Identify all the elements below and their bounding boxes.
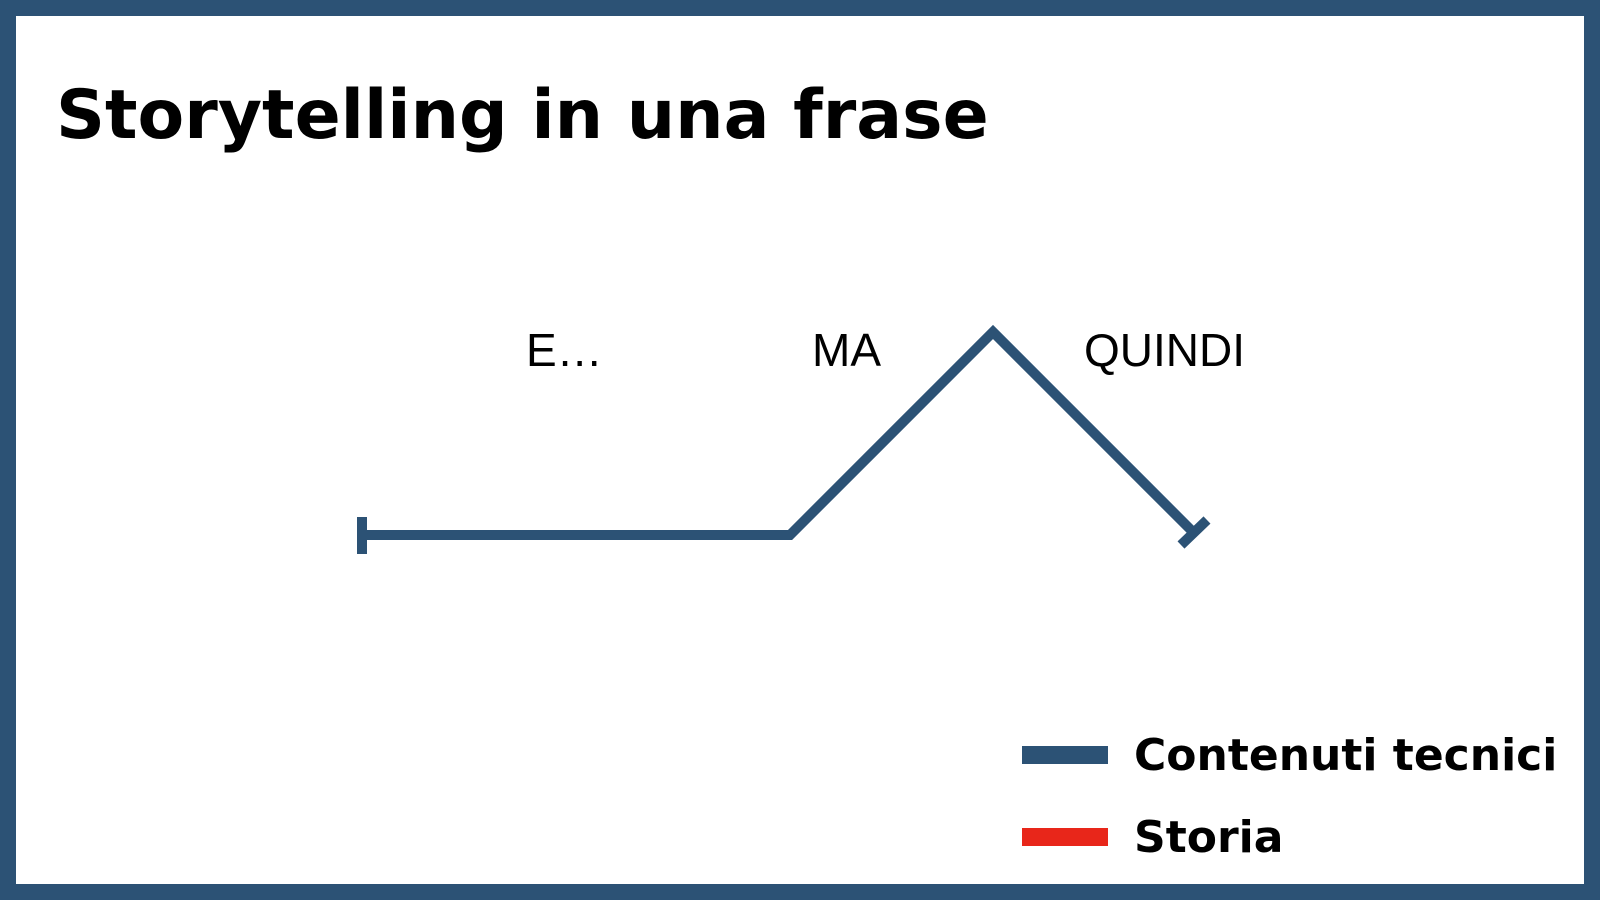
stage-label-e: E… [526, 324, 603, 376]
legend-item-technical-content: Contenuti tecnici [1022, 714, 1562, 796]
technical-content-line [362, 324, 1198, 540]
end-tick [1177, 516, 1211, 549]
legend: Contenuti tecnici Storia [1022, 714, 1562, 878]
legend-swatch-story [1022, 828, 1108, 846]
slide-title: Storytelling in una frase [56, 76, 989, 155]
stage-label-quindi: QUINDI [1084, 324, 1245, 376]
legend-label-story: Storia [1134, 811, 1284, 863]
story-arc-diagram: E… MA QUINDI [357, 324, 1245, 554]
legend-swatch-technical-content [1022, 746, 1108, 764]
legend-item-story: Storia [1022, 796, 1562, 878]
stage-label-ma: MA [812, 324, 881, 376]
legend-label-technical-content: Contenuti tecnici [1134, 729, 1558, 781]
